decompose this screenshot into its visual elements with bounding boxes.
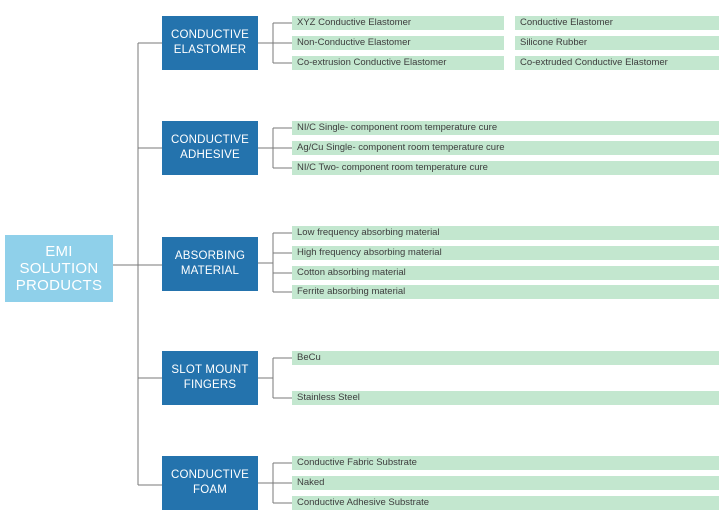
- item-ferrite-absorbing: Ferrite absorbing material: [292, 285, 719, 299]
- category-absorbing-material: ABSORBING MATERIAL: [162, 237, 258, 291]
- item-nic-single-component: NI/C Single- component room temperature …: [292, 121, 719, 135]
- item-cotton-absorbing: Cotton absorbing material: [292, 266, 719, 280]
- root-node-emi-solution-products: EMI SOLUTION PRODUCTS: [5, 235, 113, 302]
- category-label-line: ELASTOMER: [173, 44, 247, 56]
- item-stainless-steel: Stainless Steel: [292, 391, 719, 405]
- category-conductive-foam: CONDUCTIVE FOAM: [162, 456, 258, 510]
- category-slot-mount-fingers: SLOT MOUNT FINGERS: [162, 351, 258, 405]
- root-label-line: EMI: [45, 243, 73, 260]
- item-silicone-rubber: Silicone Rubber: [515, 36, 719, 50]
- item-nic-two-component: NI/C Two- component room temperature cur…: [292, 161, 719, 175]
- category-label-line: CONDUCTIVE: [170, 134, 250, 146]
- category-label-line: FOAM: [192, 484, 228, 496]
- category-label-line: MATERIAL: [180, 265, 240, 277]
- root-label-line: SOLUTION: [19, 260, 99, 277]
- item-non-conductive-elastomer: Non-Conductive Elastomer: [292, 36, 504, 50]
- category-label-line: CONDUCTIVE: [170, 29, 250, 41]
- item-co-extruded-conductive-elastomer: Co-extruded Conductive Elastomer: [515, 56, 719, 70]
- category-conductive-adhesive: CONDUCTIVE ADHESIVE: [162, 121, 258, 175]
- item-low-frequency-absorbing: Low frequency absorbing material: [292, 226, 719, 240]
- category-label-line: SLOT MOUNT: [171, 364, 249, 376]
- item-xyz-conductive-elastomer: XYZ Conductive Elastomer: [292, 16, 504, 30]
- category-label-line: FINGERS: [183, 379, 237, 391]
- item-agcu-single-component: Ag/Cu Single- component room temperature…: [292, 141, 719, 155]
- item-becu: BeCu: [292, 351, 719, 365]
- category-label-line: CONDUCTIVE: [170, 469, 250, 481]
- category-label-line: ADHESIVE: [180, 149, 240, 161]
- item-co-extrusion-conductive-elastomer: Co-extrusion Conductive Elastomer: [292, 56, 504, 70]
- category-conductive-elastomer: CONDUCTIVE ELASTOMER: [162, 16, 258, 70]
- item-naked: Naked: [292, 476, 719, 490]
- item-high-frequency-absorbing: High frequency absorbing material: [292, 246, 719, 260]
- category-label-line: ABSORBING: [174, 250, 246, 262]
- item-conductive-elastomer: Conductive Elastomer: [515, 16, 719, 30]
- root-label-line: PRODUCTS: [15, 277, 103, 294]
- item-conductive-fabric-substrate: Conductive Fabric Substrate: [292, 456, 719, 470]
- item-conductive-adhesive-substrate: Conductive Adhesive Substrate: [292, 496, 719, 510]
